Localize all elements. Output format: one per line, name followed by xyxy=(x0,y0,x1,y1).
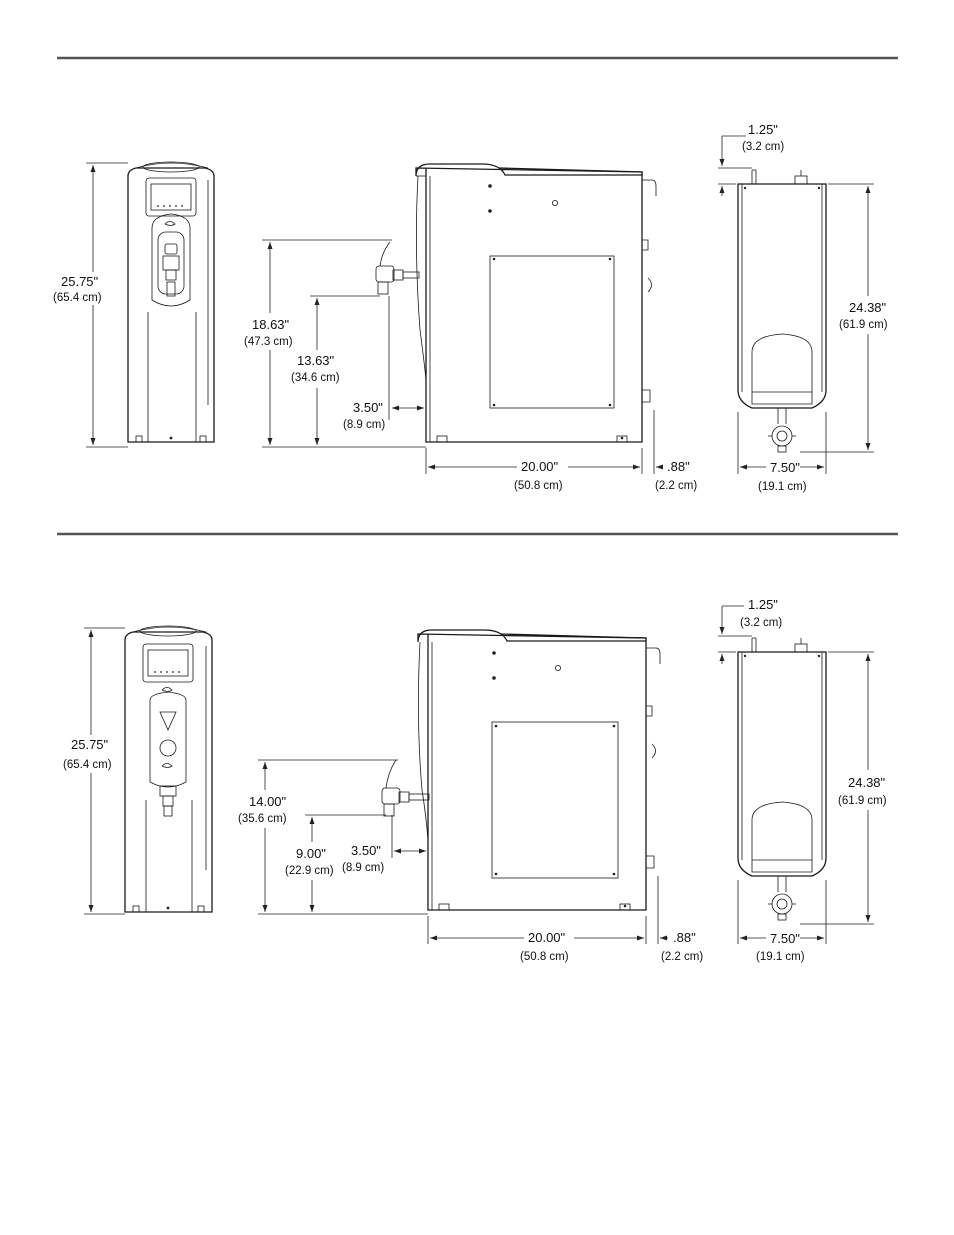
rear-height-value: 24.38" xyxy=(848,775,886,790)
figure-bottom: 25.75" (65.4 cm) xyxy=(63,597,887,963)
dispenser-rear-view xyxy=(738,638,826,920)
top-fitting-metric: (3.2 cm) xyxy=(740,617,782,629)
front-height-dimension: 25.75" (65.4 cm) xyxy=(53,163,128,447)
rear-width-metric: (19.1 cm) xyxy=(756,951,805,963)
rear-fitting-metric: (2.2 cm) xyxy=(655,480,697,492)
spout-height-dimensions: 14.00" (35.6 cm) 9.00" (22.9 cm) 3.50" (… xyxy=(238,760,428,914)
front-height-value: 25.75" xyxy=(71,737,109,752)
spout-top-height-metric: (47.3 cm) xyxy=(244,336,293,348)
spout-projection-metric: (8.9 cm) xyxy=(342,862,384,874)
dispenser-rear-view xyxy=(738,170,826,452)
depth-metric: (50.8 cm) xyxy=(520,951,569,963)
spout-top-height-metric: (35.6 cm) xyxy=(238,813,287,825)
spout-top-height-value: 14.00" xyxy=(249,794,287,809)
dispenser-side-view xyxy=(376,164,656,442)
dispenser-front-view xyxy=(128,162,214,442)
spout-projection-value: 3.50" xyxy=(353,400,383,415)
rear-width-value: 7.50" xyxy=(770,931,800,946)
top-fitting-metric: (3.2 cm) xyxy=(742,141,784,153)
rear-height-value: 24.38" xyxy=(849,300,887,315)
dispenser-front-view xyxy=(125,626,212,912)
spout-projection-metric: (8.9 cm) xyxy=(343,419,385,431)
front-height-dimension: 25.75" (65.4 cm) xyxy=(63,628,125,914)
spout-outlet-height-value: 13.63" xyxy=(297,353,335,368)
front-height-value: 25.75" xyxy=(61,274,99,289)
front-height-metric: (65.4 cm) xyxy=(53,292,102,304)
depth-metric: (50.8 cm) xyxy=(514,480,563,492)
faucet-icon xyxy=(376,242,419,294)
depth-value: 20.00" xyxy=(528,930,566,945)
front-height-metric: (65.4 cm) xyxy=(63,759,112,771)
spout-outlet-height-metric: (22.9 cm) xyxy=(285,865,334,877)
rear-fitting-value: .88" xyxy=(673,930,696,945)
spout-outlet-height-metric: (34.6 cm) xyxy=(291,372,340,384)
top-fitting-value: 1.25" xyxy=(748,122,778,137)
rear-width-metric: (19.1 cm) xyxy=(758,481,807,493)
rear-width-value: 7.50" xyxy=(770,460,800,475)
spout-outlet-height-value: 9.00" xyxy=(296,846,326,861)
depth-value: 20.00" xyxy=(521,459,559,474)
spout-height-dimensions: 18.63" (47.3 cm) 13.63" (34.6 cm) 3.50" … xyxy=(244,240,426,447)
spout-top-height-value: 18.63" xyxy=(252,317,290,332)
rear-fitting-value: .88" xyxy=(667,459,690,474)
rear-height-metric: (61.9 cm) xyxy=(839,319,888,331)
spout-projection-value: 3.50" xyxy=(351,843,381,858)
top-fitting-value: 1.25" xyxy=(748,597,778,612)
dispenser-side-view xyxy=(382,630,660,910)
rear-height-metric: (61.9 cm) xyxy=(838,795,887,807)
rear-fitting-metric: (2.2 cm) xyxy=(661,951,703,963)
figure-top: 25.75" (65.4 cm) xyxy=(53,122,888,493)
